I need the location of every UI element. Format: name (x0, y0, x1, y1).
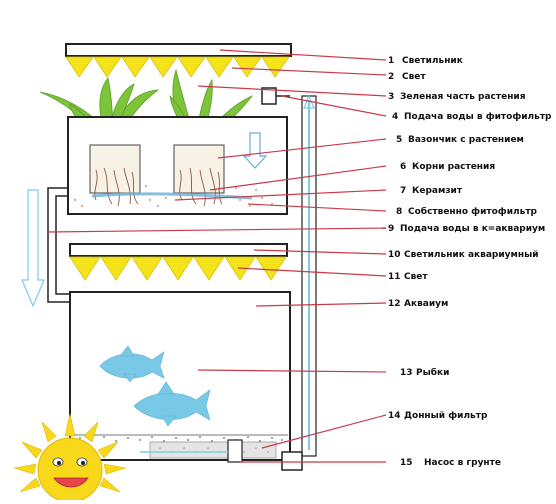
aquarium-lamp (69, 243, 288, 257)
svg-text:Акваиум: Акваиум (404, 299, 448, 309)
label-15: 15 Насос в грунте (400, 458, 501, 468)
expanded-clay (73, 184, 274, 208)
svg-text:Собственно фитофильтр: Собственно фитофильтр (408, 206, 538, 217)
svg-text:Свет: Свет (404, 272, 428, 282)
plant-pot-left (89, 144, 141, 194)
pump-box (227, 439, 243, 463)
label-9: 9 Подача воды в к=аквариум (388, 224, 545, 234)
label-14: 14 Донный фильтр (388, 411, 488, 421)
svg-text:Светильник: Светильник (402, 56, 463, 66)
svg-text:10: 10 (388, 250, 401, 260)
fish-icon (99, 345, 165, 383)
svg-text:8: 8 (396, 207, 402, 217)
label-2: 2 Свет (388, 72, 426, 82)
svg-text:14: 14 (388, 411, 401, 421)
aquarium-light-triangles (69, 256, 287, 281)
outflow-pipe (47, 187, 70, 303)
plant-roots (94, 167, 223, 207)
svg-text:Зеленая чacть растения: Зеленая чacть растения (400, 92, 526, 102)
svg-text:Керамзит: Керамзит (412, 186, 463, 196)
svg-text:Подача воды в фитофильтр: Подача воды в фитофильтр (404, 112, 552, 122)
svg-text:3: 3 (388, 92, 394, 102)
aquarium-gravel (72, 434, 288, 442)
label-10: 10 Светильник аквариумный (388, 250, 539, 260)
aquarium-tank (69, 291, 291, 461)
bottom-filter (149, 441, 277, 459)
arrow-down-icon (242, 132, 268, 169)
svg-text:7: 7 (400, 186, 406, 196)
svg-text:5: 5 (396, 135, 402, 145)
svg-text:Свет: Свет (402, 72, 426, 82)
svg-text:13: 13 (400, 368, 413, 378)
svg-text:Вазончик с растением: Вазончик с растением (408, 135, 524, 145)
fish-icon (133, 381, 211, 427)
svg-text:Корни растения: Корни растения (412, 162, 495, 172)
pump-in-ground (281, 451, 303, 471)
label-7: 7 Керамзит (400, 186, 463, 196)
label-8: 8 Собственно фитофильтр (396, 206, 538, 217)
svg-text:12: 12 (388, 299, 401, 309)
svg-text:4: 4 (392, 112, 398, 122)
svg-text:9: 9 (388, 224, 394, 234)
label-4: 4 Подача воды в фитофильтр (392, 112, 552, 122)
label-13: 13 Рыбки (400, 367, 449, 378)
label-5: 5 Вазончик с растением (396, 135, 524, 145)
plant-pot-right (173, 144, 225, 194)
svg-text:6: 6 (400, 162, 406, 172)
svg-text:1: 1 (388, 56, 394, 66)
svg-text:Рыбки: Рыбки (416, 367, 449, 378)
label-6: 6 Корни растения (400, 162, 495, 172)
leader-lines (47, 49, 387, 463)
label-1: 1 Светильник (388, 56, 463, 66)
top-light-triangles (65, 56, 290, 78)
svg-text:Подача воды в к=аквариум: Подача воды в к=аквариум (400, 224, 545, 234)
svg-text:Светильник аквариумный: Светильник аквариумный (404, 250, 539, 260)
svg-text:Насос в грунте: Насос в грунте (424, 458, 501, 468)
sun-icon (13, 413, 127, 503)
svg-text:11: 11 (388, 272, 401, 282)
label-11: 11 Свет (388, 272, 428, 282)
top-lamp (65, 43, 292, 57)
svg-text:Донный фильтр: Донный фильтр (404, 411, 488, 421)
svg-text:15: 15 (400, 458, 413, 468)
svg-text:2: 2 (388, 72, 394, 82)
arrow-down-icon (21, 189, 45, 308)
filter-water-stream (91, 192, 253, 200)
label-3: 3 Зеленая чacть растения (388, 92, 526, 102)
label-12: 12 Акваиум (388, 299, 448, 309)
